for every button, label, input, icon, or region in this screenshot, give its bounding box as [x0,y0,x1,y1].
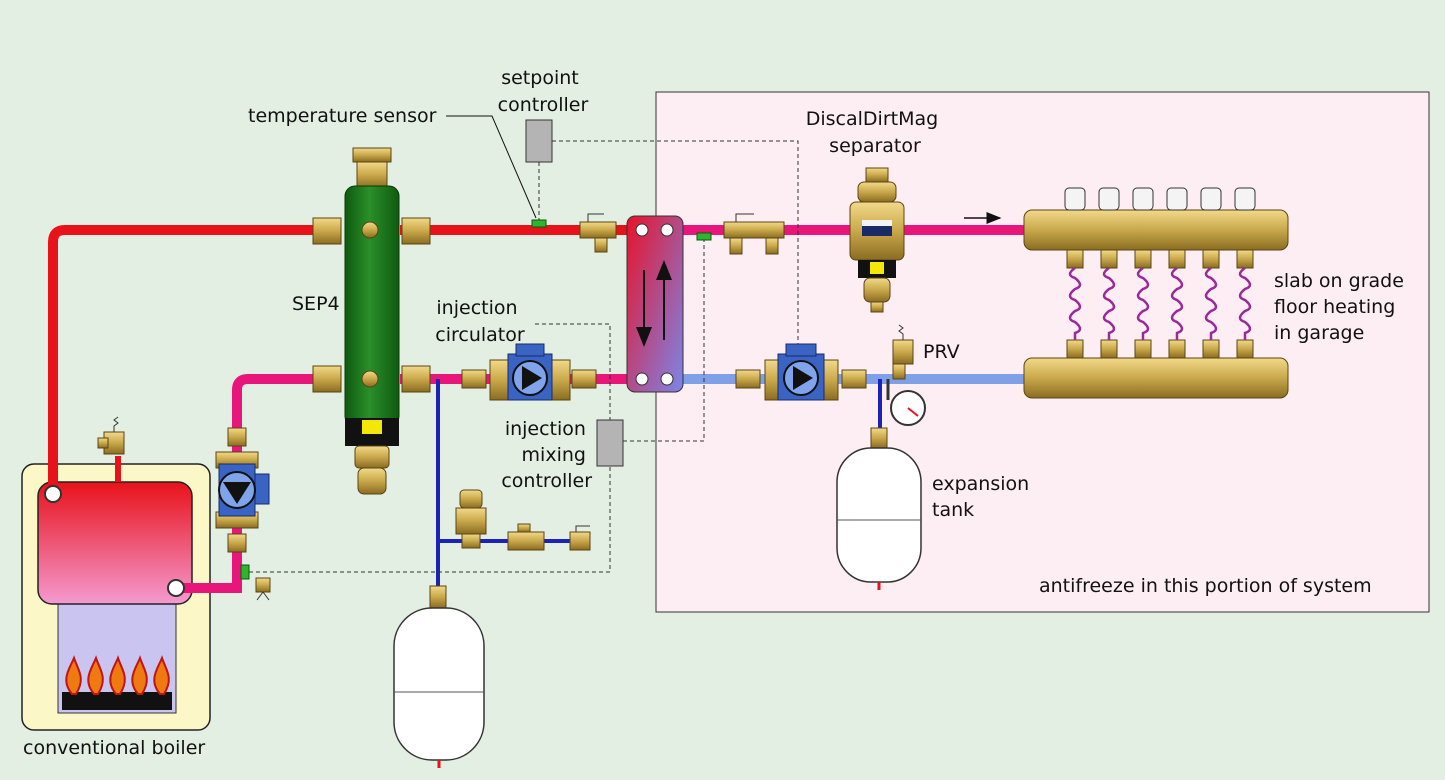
pressure-gauge [886,379,926,426]
injection-circulator-label: injection circulator [435,297,525,346]
boiler-return-sensor [240,564,250,580]
burner-flames [65,655,170,695]
backflow-preventer [507,523,591,551]
flame-icon [65,655,82,695]
setpoint-controller-label: setpoint controller [498,67,589,116]
pressure-reducing-valve [455,489,487,549]
boiler-supply-pipe [48,225,330,494]
secondary-temperature-sensor [696,232,712,241]
setpoint-controller-box [525,119,553,163]
primary-purge-valve [579,213,617,253]
temperature-sensor [531,219,547,228]
primary-expansion-tank [393,585,485,768]
flame-icon [109,655,126,695]
boiler-drain-valve [255,577,271,601]
boiler-circulator [215,427,270,553]
antifreeze-note: antifreeze in this portion of system [1039,575,1372,597]
boiler-return-pipe [176,374,330,593]
flame-icon [131,655,148,695]
sep4-label: SEP4 [292,293,340,315]
boiler-relief-valve [97,416,125,455]
control-wiring [249,140,799,573]
burner [62,692,172,710]
manifold-loops [1064,187,1256,359]
injection-circulator [461,343,597,401]
return-manifold [1023,357,1289,399]
temperature-sensor-leader [446,115,537,219]
flame-icon [87,655,104,695]
manifold-loop [1166,187,1188,359]
conventional-boiler-label: conventional boiler [23,737,205,759]
secondary-purge-valve [723,213,785,255]
supply-manifold [1023,209,1289,251]
pressure-relief-valve [892,324,914,380]
temperature-sensor-label: temperature sensor [248,105,437,127]
manifold-loop [1234,187,1256,359]
manifold-loop [1064,187,1086,359]
flame-icon [153,655,170,695]
manifold-loop [1200,187,1222,359]
injection-mixing-controller-label: injection mixing controller [501,418,592,492]
plate-heat-exchanger [626,215,684,393]
expansion-tank-label: expansion tank [932,473,1035,521]
manifold-loop [1132,187,1154,359]
prv-label: PRV [923,341,960,363]
slab-heating-label: slab on grade floor heating in garage [1274,270,1410,344]
discal-dirtmag-separator [849,167,905,313]
discal-separator-label: DiscalDirtMag separator [806,108,945,157]
secondary-expansion-tank [836,427,922,590]
manifold-loop [1098,187,1120,359]
sep4-hydraulic-separator [312,147,431,495]
antifreeze-zone [655,91,1430,613]
injection-mixing-controller-box [596,419,624,467]
secondary-circulator [735,343,867,401]
